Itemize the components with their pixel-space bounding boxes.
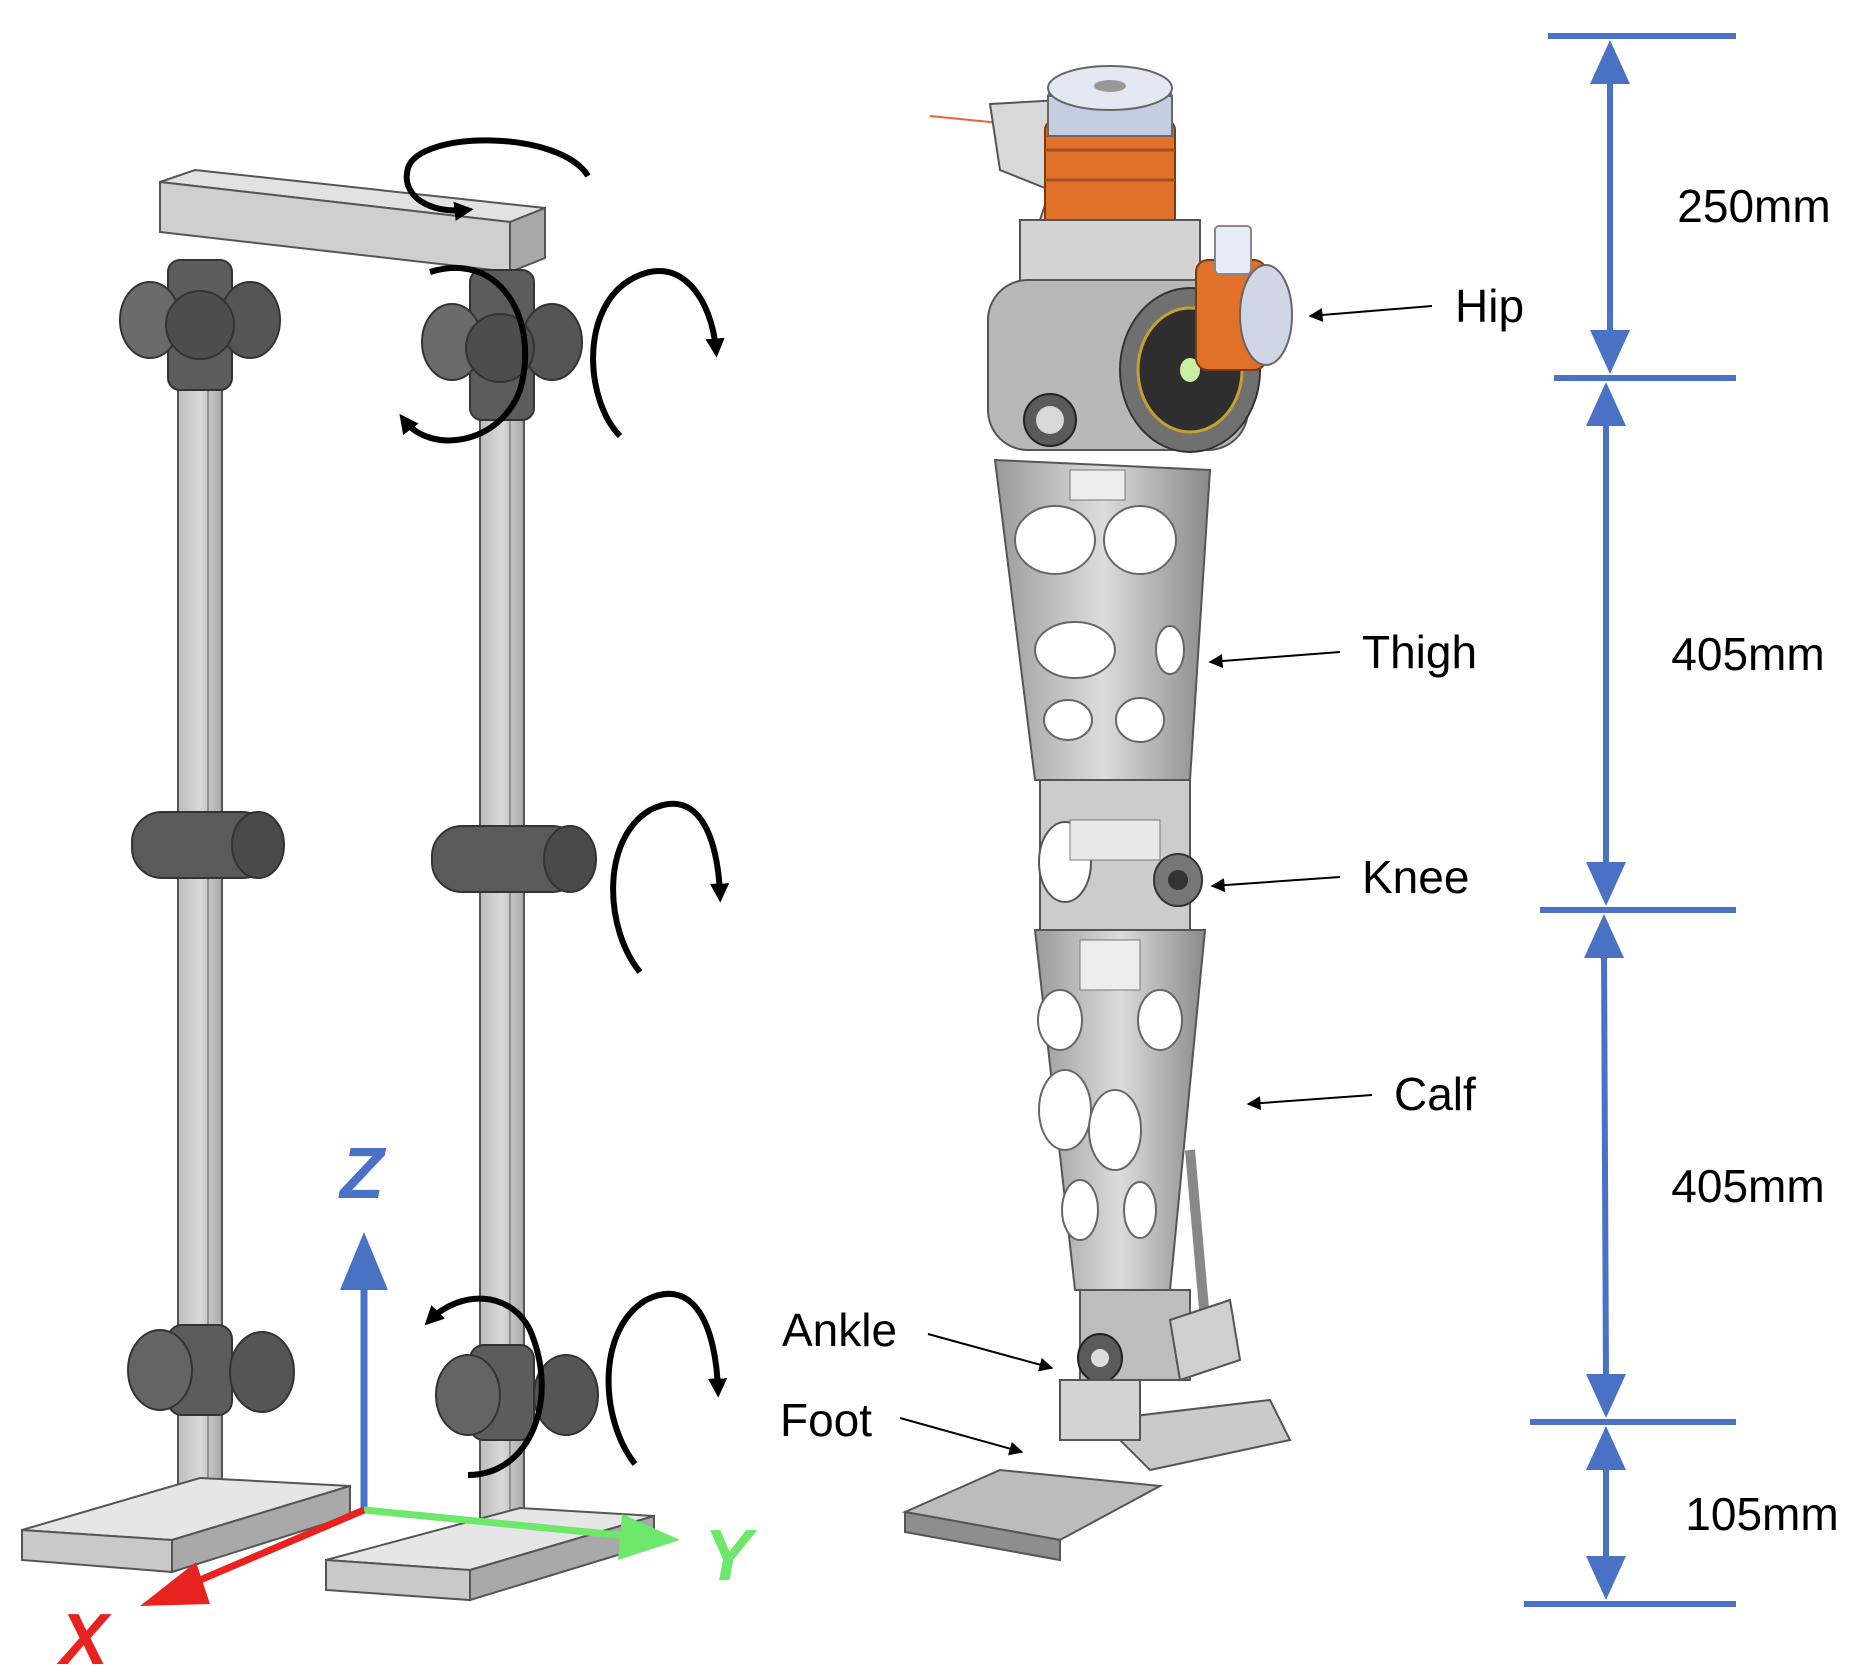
thigh-segment [993, 458, 1212, 781]
dimension-lines: 250mm 405mm 405mm 105mm [1524, 33, 1839, 1607]
ankle-roll-rotation-arrow [424, 1295, 545, 1478]
ankle-assembly [1077, 1289, 1242, 1383]
y-axis-label: Y [704, 1516, 758, 1596]
x-axis-label: X [56, 1600, 112, 1673]
right-ankle-joint [435, 1344, 599, 1441]
knee-assembly [1038, 779, 1203, 931]
ankle-push-rod [1185, 1149, 1210, 1321]
foot-label: Foot [780, 1394, 872, 1446]
dim-label-thigh: 405mm [1671, 628, 1824, 680]
top-motor [1044, 65, 1176, 231]
right-knee-joint [431, 825, 597, 893]
rotation-arrows [399, 137, 730, 1478]
dim-segment-foot: 105mm [1586, 1426, 1839, 1600]
dim-label-foot: 105mm [1685, 1488, 1838, 1540]
thigh-pointer [1208, 651, 1341, 669]
robot-leg-render: Hip Thigh Knee Calf Ankle Foot [780, 65, 1524, 1562]
left-foot-plate [21, 1476, 351, 1574]
dim-segment-calf: 405mm [1584, 914, 1825, 1418]
x-axis-line [184, 1506, 366, 1590]
dim-label-calf: 405mm [1671, 1160, 1824, 1212]
yaw-rotation-arrow [403, 137, 591, 221]
right-leg-bar [479, 329, 525, 1521]
left-knee-joint [131, 811, 285, 879]
knee-pointer [1210, 876, 1341, 893]
calf-label: Calf [1394, 1068, 1476, 1120]
foot-assembly [901, 1379, 1292, 1562]
x-axis-arrowhead [140, 1562, 210, 1606]
left-leg-bar [177, 299, 223, 1501]
dim-segment-hip-height: 250mm [1590, 40, 1831, 374]
ankle-pitch-rotation-arrow [605, 1290, 728, 1466]
hip-label: Hip [1455, 280, 1524, 332]
thigh-label: Thigh [1362, 626, 1477, 678]
calf-segment [1033, 929, 1210, 1321]
y-axis-arrowhead [618, 1514, 680, 1560]
hip-pointer [1308, 305, 1433, 322]
hip-pitch-rotation-arrow [590, 268, 725, 439]
coordinate-axes: Z Y X [56, 1134, 758, 1673]
part-labels: Hip Thigh Knee Calf Ankle Foot [780, 280, 1524, 1456]
dim-label-hip-height: 250mm [1677, 180, 1830, 232]
left-hip-joint [119, 259, 281, 391]
top-beam [159, 168, 546, 274]
hip-roll-rotation-arrow [399, 264, 529, 444]
kinematic-frame: Z Y X [21, 137, 758, 1673]
left-ankle-joint [127, 1324, 295, 1416]
calf-pointer [1246, 1094, 1373, 1111]
knee-label: Knee [1362, 851, 1469, 903]
hip-housing [987, 219, 1293, 453]
foot-pointer [899, 1417, 1024, 1456]
dim-segment-thigh: 405mm [1586, 382, 1825, 906]
ankle-pointer [927, 1333, 1054, 1372]
z-axis-arrowhead [340, 1232, 388, 1290]
y-axis-line [363, 1506, 629, 1540]
z-axis-label: Z [338, 1134, 387, 1214]
ankle-label: Ankle [782, 1304, 897, 1356]
knee-pitch-rotation-arrow [610, 800, 730, 974]
